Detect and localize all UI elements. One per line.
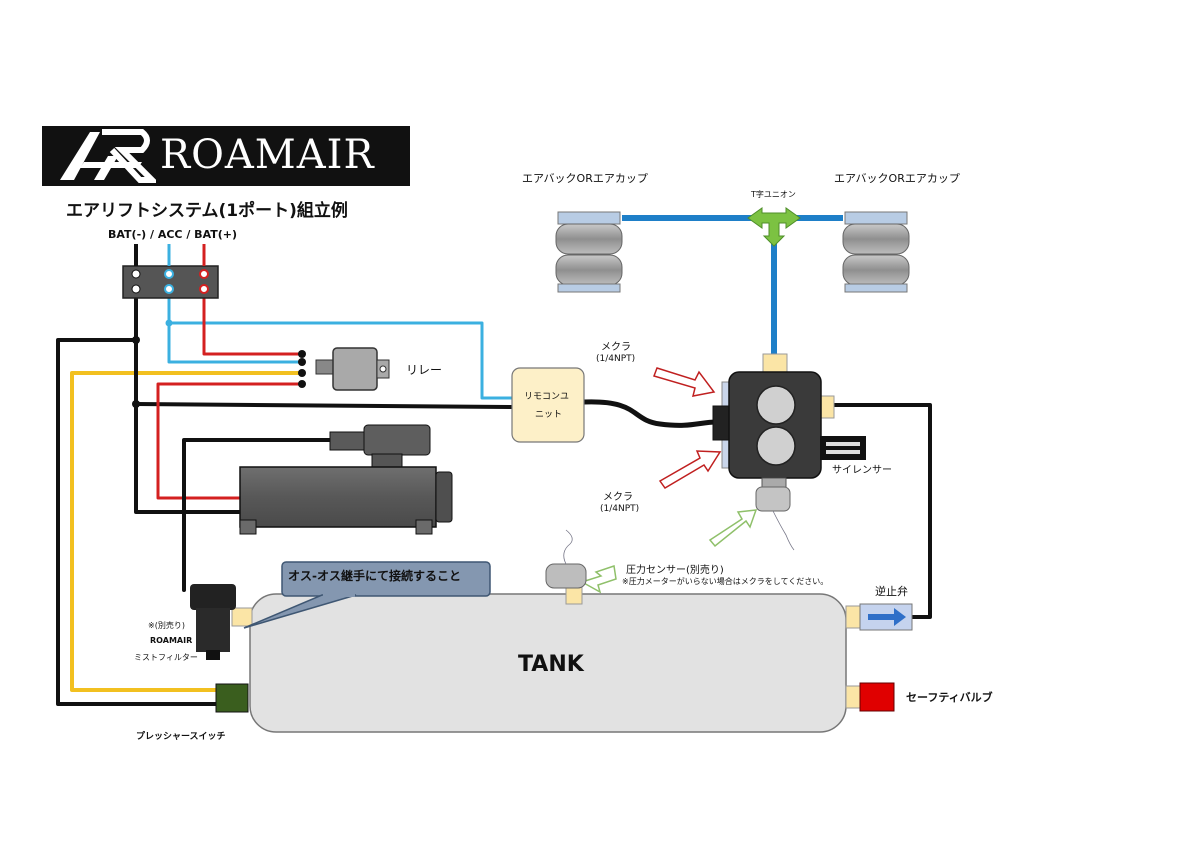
mist-filter [190,584,236,660]
ground-wire-branch-1 [56,338,220,706]
check-valve-label: 逆止弁 [875,585,908,598]
callout-box [243,561,491,629]
tank [215,529,913,733]
safety-valve-label: セーフティバルブ [906,691,993,704]
remote-unit-label-2: ニット [535,410,563,420]
tank-label: TANK [518,652,584,677]
airbag-left-label: エアバックORエアカップ [522,172,648,185]
mist-filter-label-3: ミストフィルター [134,653,198,662]
relay-to-compressor-wire [156,382,302,500]
remote-unit-label-1: リモコンユ [524,392,570,402]
pressure-note-label: ※圧力メーターがいらない場合はメクラをしてください。 [622,577,829,586]
logo-banner [42,126,410,186]
remote-control-cable [581,399,719,428]
air-bag-right [842,211,910,293]
compressor [239,424,453,535]
roamair-logo-mark [60,129,156,183]
air-lines [622,215,843,354]
silencer-label: サイレンサー [832,465,892,476]
yellow-wire [70,371,302,692]
plug-arrows [653,367,722,489]
air-bag-left [555,211,623,293]
compressor-output-line [182,438,334,592]
terminal-block [122,244,219,299]
diagram-subtitle: エアリフトシステム(1ポート)組立例 [66,201,348,221]
relay-junctions [132,319,306,408]
airbag-right-label: エアバックORエアカップ [834,172,960,185]
relay [315,347,390,391]
t-union [747,207,801,247]
callout-text: オス-オス継手にて接続すること [288,569,461,583]
acc-wire-remote [167,321,514,400]
manifold-to-tank-line [830,403,932,619]
terminal-label: BAT(-) / ACC / BAT(+) [108,228,237,241]
plug-top-label-1: メクラ [601,342,631,353]
plug-top-label-2: (1/4NPT) [596,354,636,364]
ground-wire-branch-2 [134,402,514,409]
mist-filter-label-1: ※(別売り) [148,621,185,630]
remote-control-unit [511,367,585,443]
plug-bottom-label-2: (1/4NPT) [600,504,640,514]
manifold [712,353,866,551]
pressure-sensor-label: 圧力センサー(別売り) [626,565,724,576]
plug-bottom-label-1: メクラ [603,492,633,503]
sensor-arrows [580,509,758,594]
mist-filter-label-2: ROAMAIR [150,636,193,645]
t-union-label: T字ユニオン [751,190,796,199]
pressure-switch-label: プレッシャースイッチ [136,732,226,742]
relay-label: リレー [406,363,443,377]
logo-text: ROAMAIR [160,132,375,178]
